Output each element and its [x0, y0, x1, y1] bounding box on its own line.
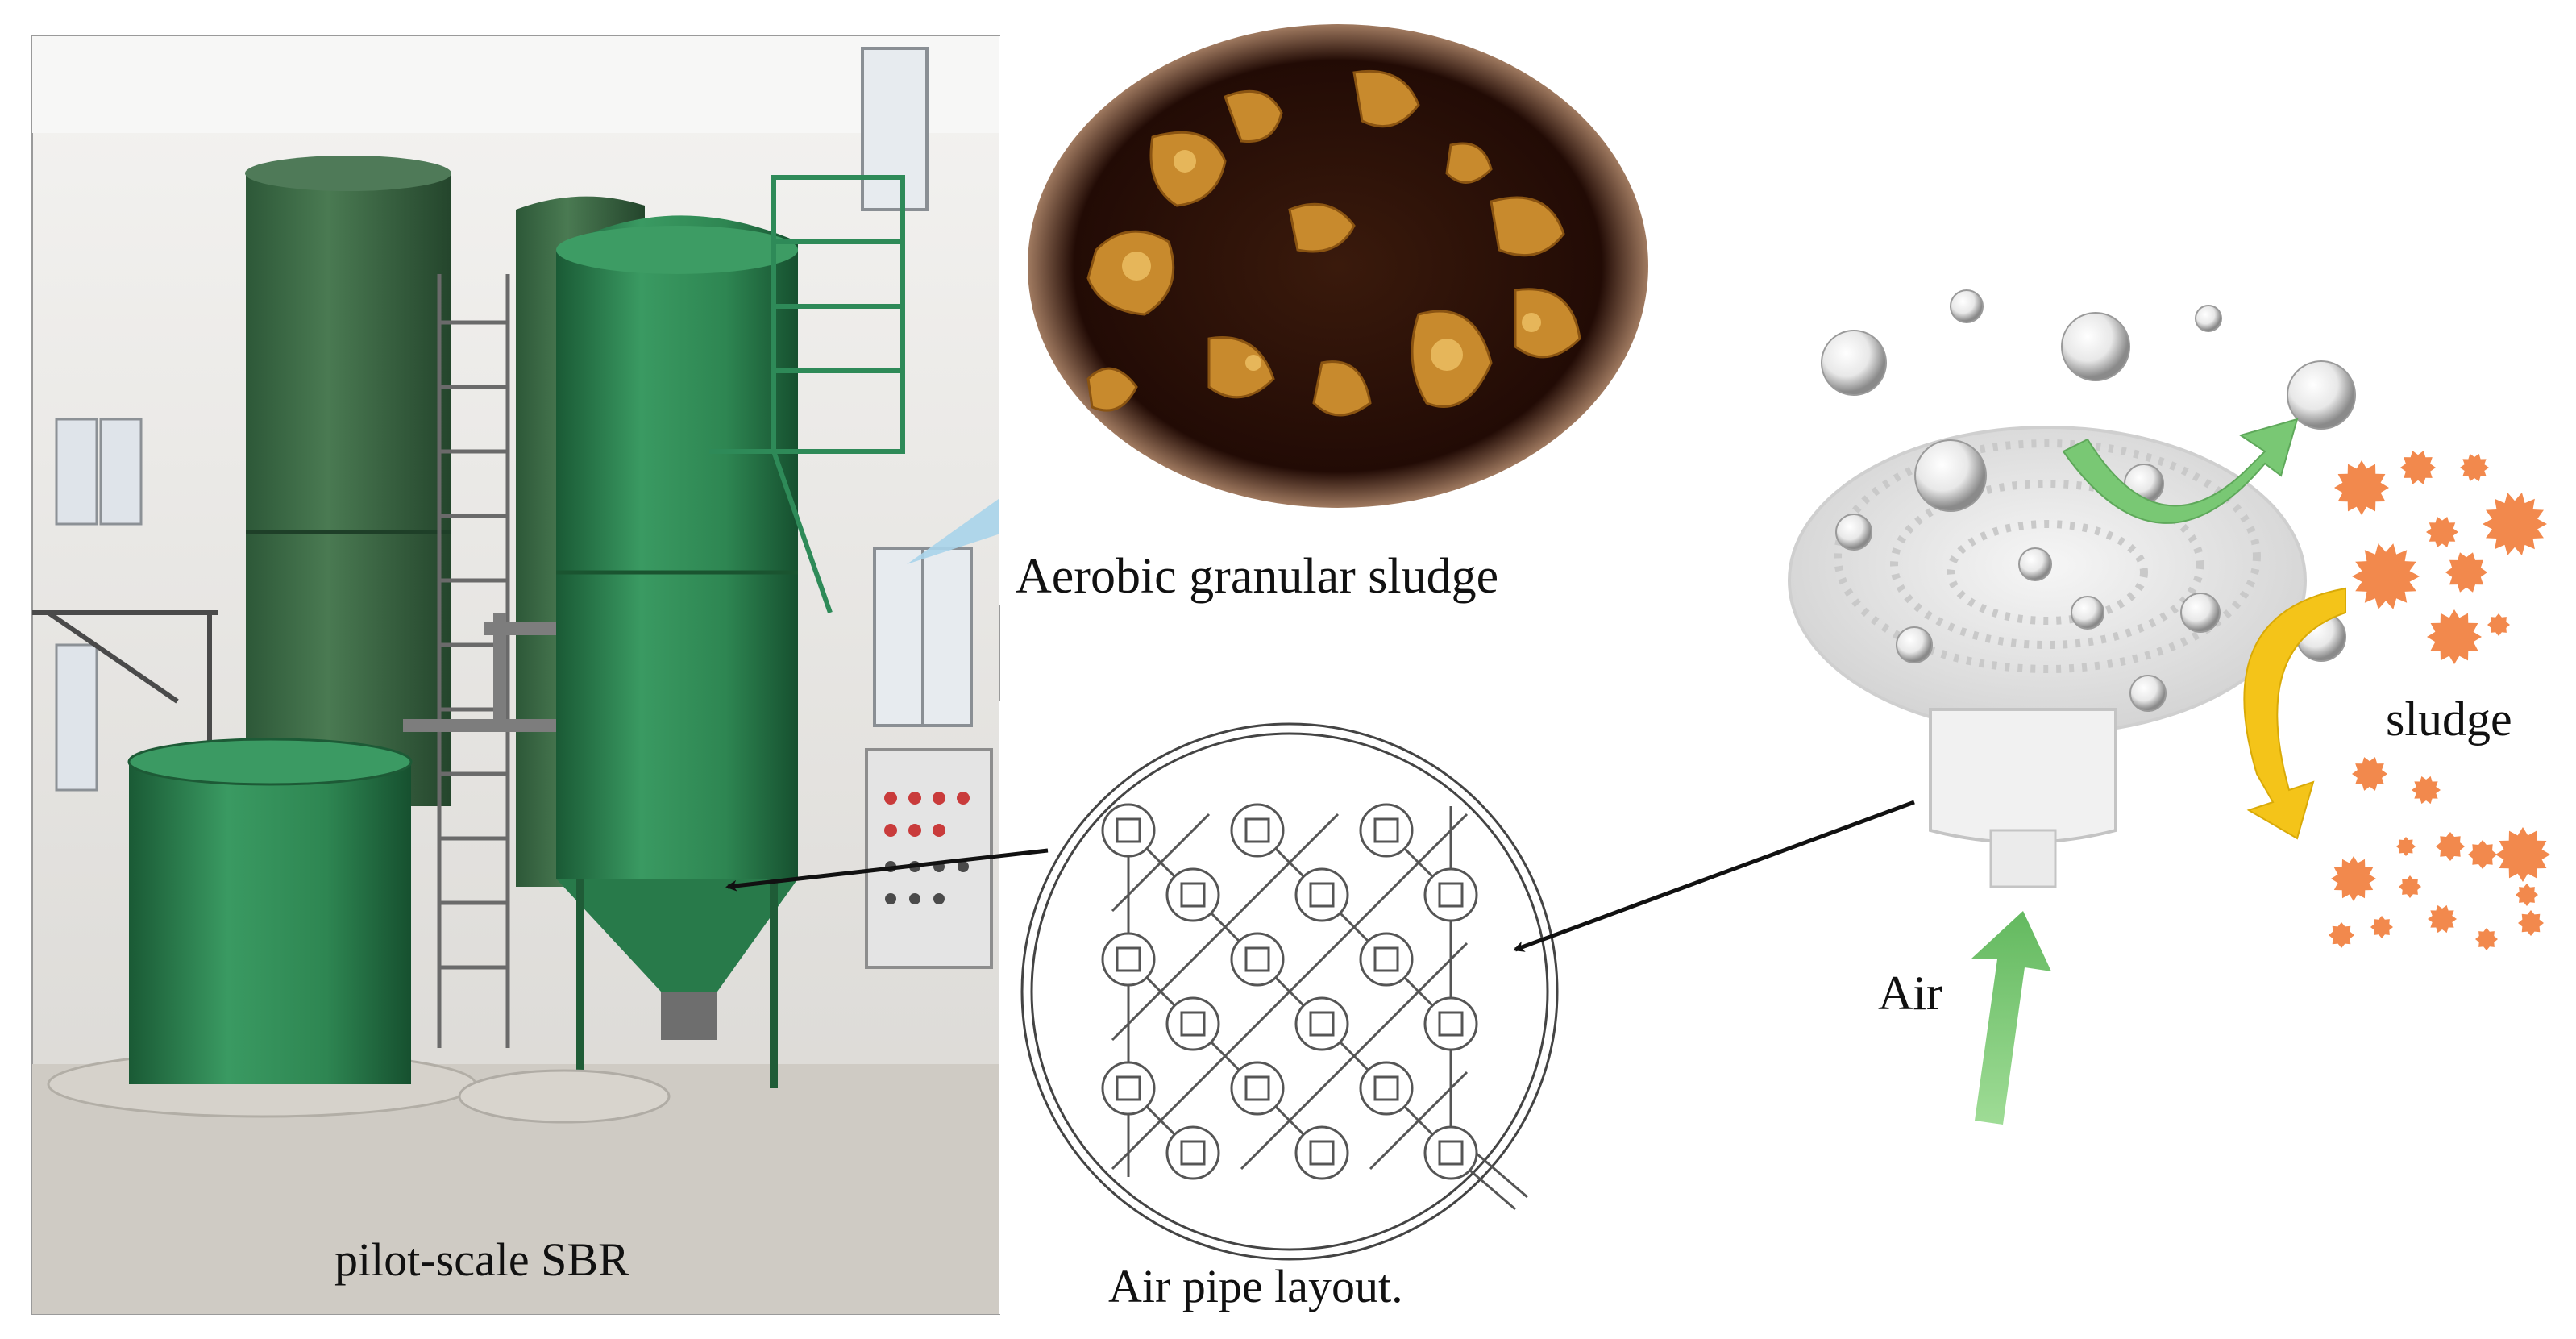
sludge-floc-icon	[2400, 451, 2436, 484]
sludge-floc-icon	[2518, 910, 2544, 936]
sludge-floc-icon	[2436, 832, 2465, 861]
diffuser-node-icon	[1359, 1061, 1414, 1116]
tank-main	[556, 215, 798, 1088]
air-bubble-icon	[2018, 547, 2052, 581]
diffuser-diagram: Air sludge	[1788, 289, 2550, 1125]
sludge-floc-icon	[2495, 827, 2550, 882]
arrow-to-tank	[725, 848, 1049, 892]
air-label: Air	[1878, 967, 1942, 1020]
tank-base	[458, 1069, 671, 1124]
diffuser-node-icon	[1294, 867, 1349, 922]
diffuser-node-icon	[1101, 932, 1156, 987]
diffuser-node-icon	[1359, 803, 1414, 858]
pilot-label: pilot-scale SBR	[334, 1233, 629, 1286]
air-bubble-icon	[1914, 439, 1987, 512]
diffuser-node-icon	[1359, 932, 1414, 987]
sludge-floc-icon	[2352, 543, 2420, 609]
diffuser-node-icon	[1165, 867, 1220, 922]
air-bubble-icon	[2287, 360, 2356, 430]
air-pipe-layout: Air pipe layout.	[999, 701, 1564, 1314]
air-bubble-icon	[2061, 312, 2130, 381]
diffuser-node-icon	[1423, 867, 1478, 922]
air-bubble-icon	[1821, 330, 1887, 396]
sludge-floc-icon	[2412, 776, 2441, 805]
diffuser-node-icon	[1230, 932, 1285, 987]
yellow-curved-arrow	[2243, 587, 2346, 840]
sludge-particles	[2329, 451, 2550, 950]
arrow-to-pipe-layout	[1513, 800, 1915, 952]
sludge-floc-icon	[2370, 916, 2393, 938]
sludge-floc-icon	[2352, 757, 2387, 791]
air-bubble-icon	[1835, 514, 1872, 551]
green-curved-arrow	[2062, 418, 2299, 524]
diffuser-node-icon	[1294, 1125, 1349, 1180]
air-up-arrow	[1971, 911, 2051, 1125]
window-left	[55, 418, 143, 792]
diffuser-node-icon	[1165, 996, 1220, 1051]
air-bubble-icon	[2071, 596, 2104, 630]
granular-sludge-inset: Aerobic granular sludge	[999, 24, 1676, 605]
sludge-floc-icon	[2428, 904, 2457, 934]
sludge-floc-icon	[2427, 609, 2482, 664]
diffuser-node-icon	[1423, 1125, 1478, 1180]
sludge-floc-icon	[2487, 613, 2510, 636]
diffuser-node-icon	[1101, 803, 1156, 858]
air-bubble-icon	[2180, 593, 2221, 633]
air-bubble-icon	[2129, 675, 2167, 712]
tank-back-left	[245, 156, 451, 806]
sbr-photo: pilot-scale SBR	[31, 35, 1000, 1315]
sludge-floc-icon	[2516, 884, 2538, 906]
diffuser-node-icon	[1101, 1061, 1156, 1116]
sludge-floc-icon	[2475, 928, 2498, 950]
sludge-label: sludge	[2386, 692, 2512, 746]
pipe-label: Air pipe layout.	[1108, 1260, 1403, 1312]
sludge-floc-icon	[2331, 856, 2376, 901]
platform-railing	[709, 175, 905, 613]
sludge-floc-icon	[2460, 453, 2489, 482]
sludge-floc-icon	[2329, 922, 2354, 948]
tank-front	[47, 738, 477, 1118]
air-bubble-icon	[2195, 305, 2222, 332]
air-bubbles	[1821, 289, 2356, 712]
sludge-floc-icon	[2334, 460, 2389, 515]
diffuser-node-icon	[1423, 996, 1478, 1051]
window-right	[861, 47, 973, 727]
diffuser-node-icon	[1165, 1125, 1220, 1180]
air-bubble-icon	[1950, 289, 1984, 323]
sludge-floc-icon	[2445, 552, 2487, 593]
sludge-floc-icon	[2396, 837, 2416, 856]
sludge-floc-icon	[2483, 493, 2547, 555]
diffuser-node-icon	[1294, 996, 1349, 1051]
pipes	[403, 613, 556, 732]
air-bubble-icon	[1896, 626, 1933, 663]
sludge-floc-icon	[2426, 517, 2458, 547]
diffuser-node-icon	[1230, 1061, 1285, 1116]
granular-label: Aerobic granular sludge	[1016, 549, 1498, 604]
diffuser-node-icon	[1230, 803, 1285, 858]
sludge-floc-icon	[2468, 840, 2497, 869]
sludge-floc-icon	[2399, 875, 2421, 898]
